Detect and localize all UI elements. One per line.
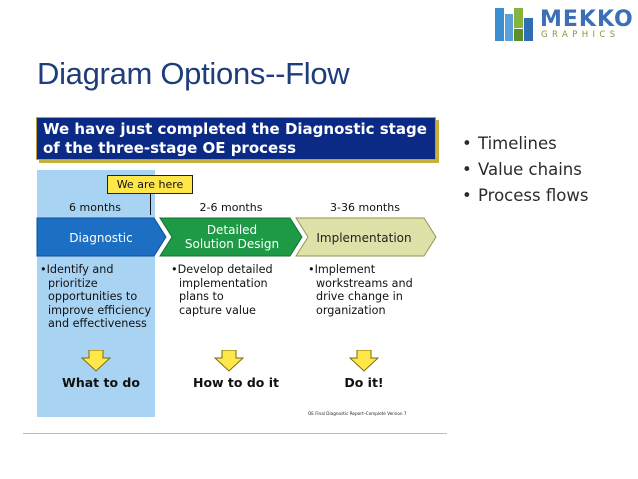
stage-1-cta: What to do (62, 375, 140, 390)
stage-3-chevron (295, 217, 437, 257)
bullet-text: Timelines (478, 134, 557, 153)
stage-1-duration: 6 months (69, 201, 121, 214)
stage-1-desc-line: opportunities to (48, 290, 138, 304)
stage-3-desc-line: •Implement (308, 263, 376, 276)
bullet-text: Value chains (478, 160, 582, 179)
slide-title: Diagram Options--Flow (37, 56, 350, 91)
stage-2-desc-line: plans to (179, 290, 224, 304)
stage-1-desc-line: and effectiveness (48, 317, 147, 331)
stage-1-chevron (36, 217, 167, 257)
stage-2-name-line-2: Solution Design (184, 237, 280, 251)
stage-1-desc-line: improve efficiency (48, 303, 152, 317)
bullet-dot-icon: • (462, 160, 472, 179)
stage-2-name-line-1: Detailed (206, 223, 258, 237)
stage-3-name: Implementation (316, 231, 412, 245)
stage-2-duration: 2-6 months (199, 201, 263, 214)
diagnostic-highlight (37, 170, 155, 417)
stage-1-description: •Identify and prioritize opportunities t… (40, 263, 155, 331)
brand-sub: GRAPHICS (541, 30, 620, 40)
bullet-item: • Process flows (462, 183, 588, 209)
down-arrow-icon (349, 350, 379, 372)
brand-name: MEKKO (540, 7, 634, 32)
flow-diagram: We have just completed the Diagnostic st… (36, 117, 441, 419)
bullet-dot-icon: • (462, 134, 472, 153)
stage-chevrons (36, 217, 437, 257)
stage-1-desc-line: •Identify and (40, 263, 114, 276)
stage-2-cta: How to do it (192, 375, 279, 390)
down-arrow-icon (81, 350, 111, 372)
stage-2-chevron (159, 217, 303, 257)
bullet-dot-icon: • (462, 186, 472, 205)
stage-1-desc-line: prioritize (48, 276, 98, 290)
stage-3-description: •Implement workstreams and drive change … (308, 263, 433, 317)
stage-3-desc-line: organization (316, 303, 386, 317)
bullet-item: • Value chains (462, 157, 588, 183)
stage-3-label: Implementation (304, 231, 424, 245)
logo-bars-icon (495, 8, 533, 41)
bullet-list: • Timelines • Value chains • Process flows (462, 131, 588, 209)
stage-1-label: Diagnostic (46, 231, 156, 245)
stage-3-desc-line: drive change in (316, 290, 403, 304)
bullet-item: • Timelines (462, 131, 588, 157)
stage-3-duration: 3-36 months (330, 201, 400, 214)
banner-line-2: of the three-stage OE process (43, 139, 297, 157)
stage-1-name: Diagnostic (69, 231, 133, 245)
stage-2-desc-line: capture value (179, 303, 256, 317)
we-are-here-marker: We are here (107, 175, 193, 194)
stage-2-desc-line: •Develop detailed (171, 263, 273, 276)
stage-3-cta: Do it! (344, 375, 384, 390)
mekko-graphics-logo: MEKKO GRAPHICS (495, 7, 633, 42)
banner-line-1: We have just completed the Diagnostic st… (43, 120, 427, 138)
down-arrow-icon (214, 350, 244, 372)
stage-3-desc-line: workstreams and (316, 276, 413, 290)
bullet-text: Process flows (478, 186, 589, 205)
diagram-banner: We have just completed the Diagnostic st… (36, 117, 436, 160)
marker-pointer (150, 193, 151, 215)
stage-2-description: •Develop detailed implementation plans t… (171, 263, 296, 317)
diagram-footnote: OE Final Diagnostic Report–Complete Vers… (308, 411, 407, 416)
stage-2-label: Detailed Solution Design (170, 223, 294, 251)
divider (23, 433, 447, 434)
stage-2-desc-line: implementation (179, 276, 268, 290)
